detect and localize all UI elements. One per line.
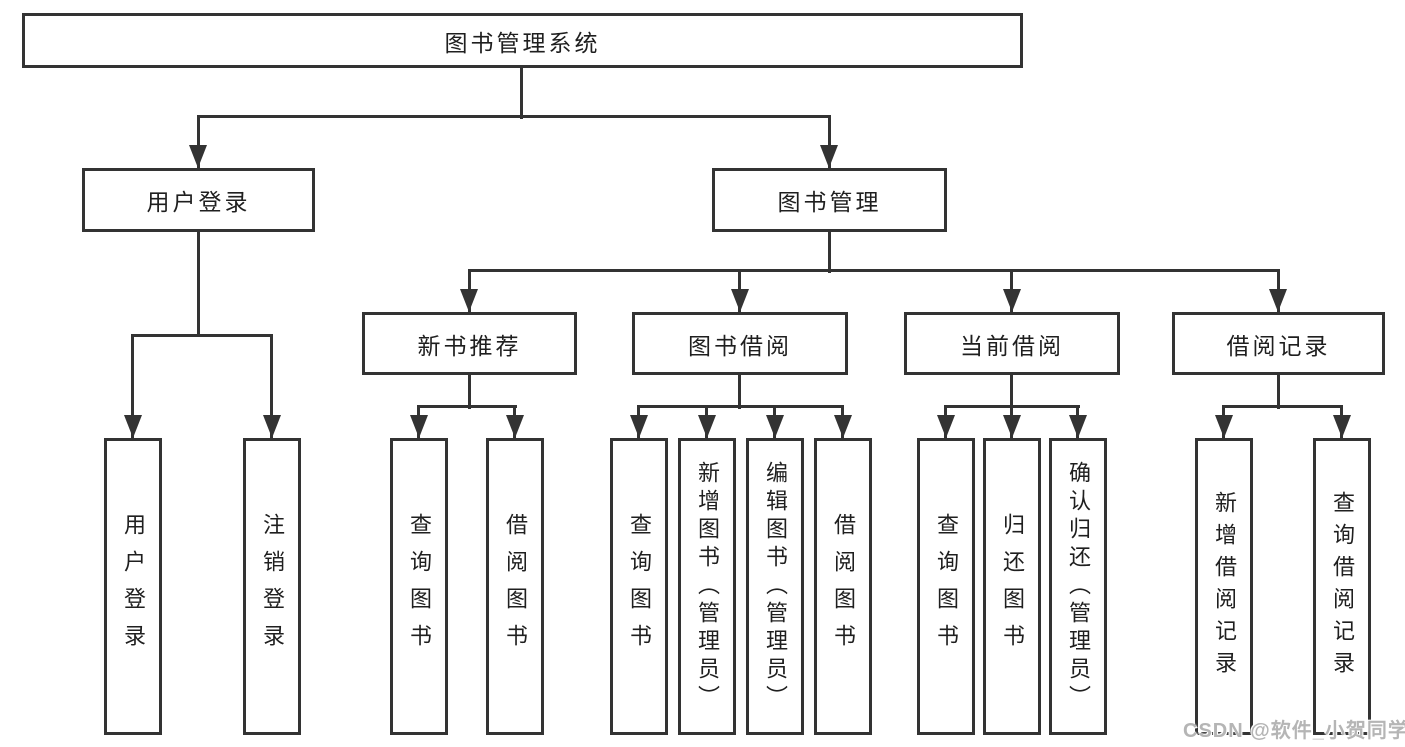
leaf-query-books-1-label: 查询图书 (407, 512, 432, 661)
connector-root-down (520, 68, 523, 119)
leaf-add-borrow-record-label: 新增借阅记录 (1212, 490, 1237, 683)
leaf-query-books-2: 查询图书 (610, 438, 668, 735)
g5-leaf2-arrowhead (1333, 415, 1351, 438)
node-borrowing-records: 借阅记录 (1172, 312, 1385, 375)
csdn-watermark: CSDN @软件_小贺同学 (1183, 720, 1405, 742)
node-current-borrowing: 当前借阅 (904, 312, 1120, 375)
connector-user-login-horizontal (131, 334, 273, 337)
leaf-logout-label: 注销登录 (260, 512, 285, 661)
g3-leaf1-arrowhead (630, 415, 648, 438)
node-new-book-recommend: 新书推荐 (362, 312, 577, 375)
leaf-query-books-1: 查询图书 (390, 438, 448, 735)
connector-level2-horizontal (197, 115, 831, 118)
node-book-management: 图书管理 (712, 168, 947, 232)
g2-leaf1-arrowhead (410, 415, 428, 438)
leaf-user-login: 用户登录 (104, 438, 162, 735)
leaf-query-books-3-label: 查询图书 (934, 512, 959, 661)
connector-to-book-management (828, 115, 831, 168)
connector-to-user-login (197, 115, 200, 168)
connector-new-book-down (468, 375, 471, 409)
leaf-confirm-return-admin: 确认归还（管理员） (1049, 438, 1107, 735)
user-login-arrowhead (189, 145, 207, 168)
leaf-query-books-3: 查询图书 (917, 438, 975, 735)
leaf-query-borrow-record-label: 查询借阅记录 (1330, 490, 1355, 683)
node-new-book-recommend-label: 新书推荐 (417, 332, 522, 359)
node-book-borrowing-label: 图书借阅 (688, 332, 792, 359)
connector-user-login-down (197, 232, 200, 337)
leaf-return-book-label: 归还图书 (1000, 512, 1025, 661)
book-borrowing-arrowhead (731, 289, 749, 312)
g3-leaf2-arrowhead (698, 415, 716, 438)
node-borrowing-records-label: 借阅记录 (1226, 332, 1331, 359)
g4-leaf1-arrowhead (937, 415, 955, 438)
leaf-edit-book-admin-label: 编辑图书（管理员） (763, 460, 788, 713)
node-current-borrowing-label: 当前借阅 (960, 332, 1064, 359)
leaf-add-book-admin-label: 新增图书（管理员） (695, 460, 720, 713)
node-root: 图书管理系统 (22, 13, 1023, 68)
leaf-confirm-return-admin-label: 确认归还（管理员） (1066, 460, 1091, 713)
book-management-arrowhead (820, 145, 838, 168)
connector-borrowing-records-horizontal (1222, 405, 1343, 408)
g5-leaf1-arrowhead (1215, 415, 1233, 438)
node-root-label: 图书管理系统 (444, 29, 601, 56)
node-user-login-label: 用户登录 (146, 189, 251, 215)
g3-leaf4-arrowhead (834, 415, 852, 438)
node-book-management-label: 图书管理 (777, 189, 882, 215)
connector-book-borrowing-down (738, 375, 741, 409)
connector-to-leaf-user-login (131, 334, 134, 438)
leaf-user-login-label: 用户登录 (121, 512, 146, 661)
leaf-borrow-books-2: 借阅图书 (814, 438, 872, 735)
leaf-borrow-books-2-label: 借阅图书 (831, 512, 856, 661)
leaf-logout-arrowhead (263, 415, 281, 438)
leaf-borrow-books-1: 借阅图书 (486, 438, 544, 735)
connector-book-management-down (828, 232, 831, 273)
connector-current-borrowing-down (1010, 375, 1013, 409)
current-borrowing-arrowhead (1003, 289, 1021, 312)
leaf-query-books-2-label: 查询图书 (627, 512, 652, 661)
leaf-logout: 注销登录 (243, 438, 301, 735)
leaf-add-book-admin: 新增图书（管理员） (678, 438, 736, 735)
g2-leaf2-arrowhead (506, 415, 524, 438)
leaf-return-book: 归还图书 (983, 438, 1041, 735)
leaf-query-borrow-record: 查询借阅记录 (1313, 438, 1371, 735)
leaf-borrow-books-1-label: 借阅图书 (503, 512, 528, 661)
node-user-login: 用户登录 (82, 168, 315, 232)
node-book-borrowing: 图书借阅 (632, 312, 848, 375)
connector-to-leaf-logout (270, 334, 273, 438)
g3-leaf3-arrowhead (766, 415, 784, 438)
borrowing-records-arrowhead (1269, 289, 1287, 312)
connector-new-book-horizontal (417, 405, 517, 408)
leaf-user-login-arrowhead (124, 415, 142, 438)
connector-book-borrowing-horizontal (637, 405, 844, 408)
new-book-arrowhead (460, 289, 478, 312)
g4-leaf2-arrowhead (1003, 415, 1021, 438)
connector-level3-horizontal (468, 269, 1280, 272)
connector-borrowing-records-down (1277, 375, 1280, 409)
leaf-edit-book-admin: 编辑图书（管理员） (746, 438, 804, 735)
leaf-add-borrow-record: 新增借阅记录 (1195, 438, 1253, 735)
g4-leaf3-arrowhead (1069, 415, 1087, 438)
